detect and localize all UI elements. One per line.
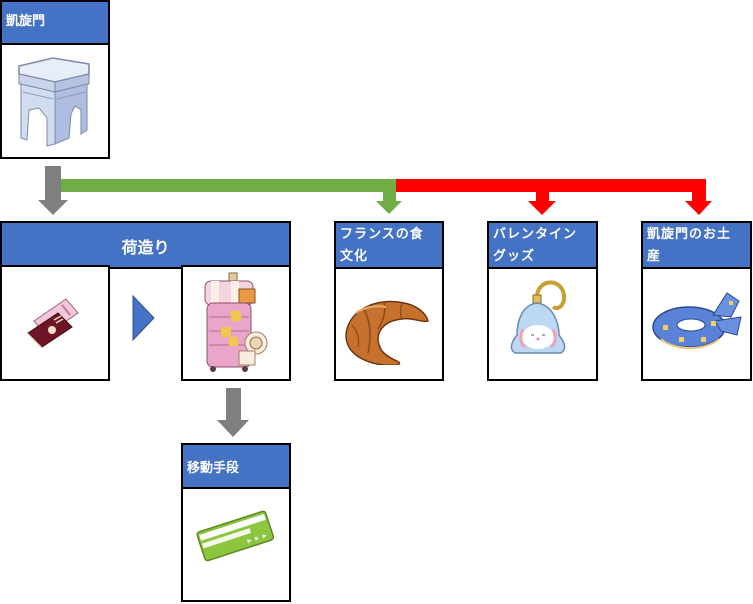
red-connector-bar bbox=[396, 179, 706, 192]
transport-node-title: 移動手段 bbox=[187, 461, 240, 476]
croissant-icon bbox=[342, 295, 434, 365]
arc-de-triomphe-icon bbox=[13, 52, 95, 150]
packing-node-title: 荷造り bbox=[121, 238, 170, 257]
valentine-title-line1: バレンタイン bbox=[493, 227, 578, 242]
root-node-arc-de-triomphe: 凱旋門 bbox=[0, 0, 110, 159]
gray-arrow-packing-to-transport bbox=[217, 388, 249, 437]
french-food-node-header: フランスの食 文化 bbox=[336, 223, 442, 269]
green-connector-bar bbox=[61, 179, 396, 192]
bunny-charm-icon bbox=[503, 273, 573, 363]
red-arrow-to-valentine bbox=[528, 179, 556, 215]
souvenir-node-header: 凱旋門のお土 産 bbox=[643, 223, 750, 269]
valentine-title-line2: グッズ bbox=[493, 249, 536, 264]
packing-node: 荷造り bbox=[0, 221, 291, 269]
blue-right-triangle-icon bbox=[132, 294, 155, 342]
packing-to-cell bbox=[181, 265, 291, 381]
passport-tickets-icon bbox=[26, 295, 82, 349]
root-node-header: 凱旋門 bbox=[2, 2, 108, 45]
gray-arrow-root-to-packing bbox=[38, 166, 68, 215]
souvenir-node: 凱旋門のお土 産 bbox=[641, 221, 752, 381]
french-food-title-line2: 文化 bbox=[340, 249, 369, 264]
green-arrow-to-french-food bbox=[376, 179, 402, 214]
suitcase-icon bbox=[201, 271, 269, 375]
french-food-title-line1: フランスの食 bbox=[340, 227, 424, 242]
packing-from-cell bbox=[0, 265, 110, 381]
red-arrow-to-souvenir bbox=[685, 179, 712, 215]
packing-node-header: 荷造り bbox=[2, 223, 289, 269]
french-food-node: フランスの食 文化 bbox=[334, 221, 444, 381]
transport-node: 移動手段 bbox=[181, 443, 291, 602]
souvenir-title-line1: 凱旋門のお土 bbox=[647, 227, 732, 242]
scarf-ring-icon bbox=[649, 281, 745, 361]
valentine-node: バレンタイン グッズ bbox=[487, 221, 598, 381]
souvenir-title-line2: 産 bbox=[647, 249, 662, 264]
valentine-node-header: バレンタイン グッズ bbox=[489, 223, 596, 269]
root-node-title: 凱旋門 bbox=[6, 14, 46, 29]
transit-card-icon bbox=[195, 507, 275, 563]
transport-node-header: 移動手段 bbox=[183, 445, 289, 489]
